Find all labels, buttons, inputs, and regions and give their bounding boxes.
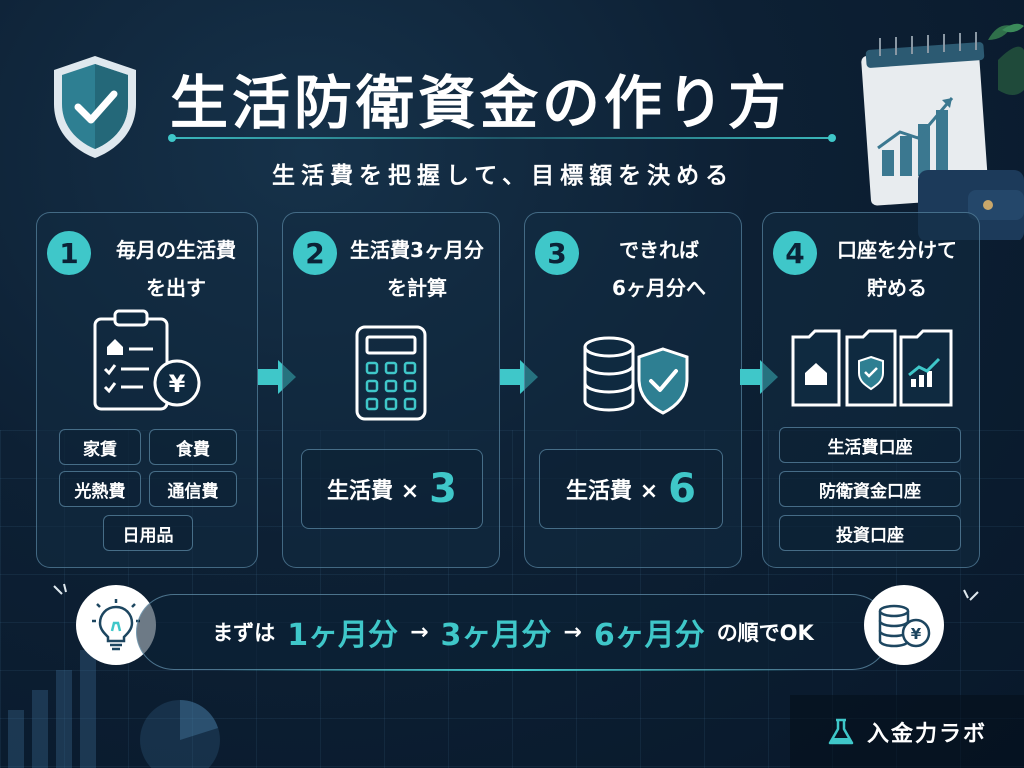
tip-suffix: の順でOK [716,621,814,645]
formula-multiplier: 3 [429,466,457,512]
expense-chip-food: 食費 [149,429,237,465]
step-title: 生活費3ヶ月分 を計算 [350,238,484,300]
title-underline [168,134,836,142]
formula-box: 生活費 × 6 [539,449,723,529]
coins-shield-icon [583,336,689,415]
background-bar-chart-decoration [8,650,96,768]
folders-icon [791,329,953,407]
expense-chip-telecom: 通信費 [149,471,237,507]
account-chip-living: 生活費口座 [779,427,961,463]
step-number-badge: 4 [773,231,817,275]
page-subtitle: 生活費を把握して、目標額を決める [272,163,735,189]
sparkle-lines-decoration [53,583,67,595]
sparkle-lines-decoration [963,589,979,601]
step-title: できれば 6ヶ月分へ [612,238,706,300]
step-card-4: 4 口座を分けて 貯める 生活費口座 防衛資金口座 投資口座 [762,212,980,568]
account-chip-investment: 投資口座 [779,515,961,551]
brand-badge: 入金力ラボ [790,695,1024,768]
svg-text:¥: ¥ [169,370,186,398]
tip-arrow: → [563,619,582,645]
step-card-2: 2 生活費3ヶ月分 を計算 生活費 × 3 [282,212,500,568]
step-number-badge: 1 [47,231,91,275]
brand-name: 入金力ラボ [866,721,987,747]
coins-yen-icon: ¥ [864,585,944,665]
account-chip-defense: 防衛資金口座 [779,471,961,507]
expense-chip-utilities: 光熱費 [59,471,141,507]
svg-text:¥: ¥ [911,625,922,643]
expense-chip-daily-goods: 日用品 [103,515,193,551]
expense-chip-rent: 家賃 [59,429,141,465]
clipboard-yen-icon: ¥ [93,309,201,411]
step-number-badge: 2 [293,231,337,275]
calendar-chart-decoration [861,23,1024,240]
step-card-3: 3 できれば 6ヶ月分へ 生活費 × 6 [524,212,742,568]
step-title: 毎月の生活費 を出す [116,238,236,300]
step-title: 口座を分けて 貯める [837,238,957,300]
background-pie-chart-decoration [140,700,220,768]
step-number-badge: 3 [535,231,579,275]
tip-arrow: → [410,619,429,645]
formula-multiplier: 6 [668,466,696,512]
shield-check-icon [54,56,136,158]
tip-prefix: まずは [212,621,276,645]
tip-stage-2: 3ヶ月分 [440,618,552,653]
step-card-1: 1 毎月の生活費 を出す ¥ 家賃 食費 光熱費 通信費 日用品 [36,212,258,568]
calculator-icon [355,325,427,421]
tip-banner: まずは 1ヶ月分 → 3ヶ月分 → 6ヶ月分 の順でOK [136,594,890,671]
formula-text: 生活費 × [566,479,659,504]
tip-stage-3: 6ヶ月分 [593,618,705,653]
page-title: 生活防衛資金の作り方 [170,69,791,137]
tip-stage-1: 1ヶ月分 [287,618,399,653]
formula-box: 生活費 × 3 [301,449,483,529]
formula-text: 生活費 × [327,479,420,504]
flask-icon [828,718,854,744]
